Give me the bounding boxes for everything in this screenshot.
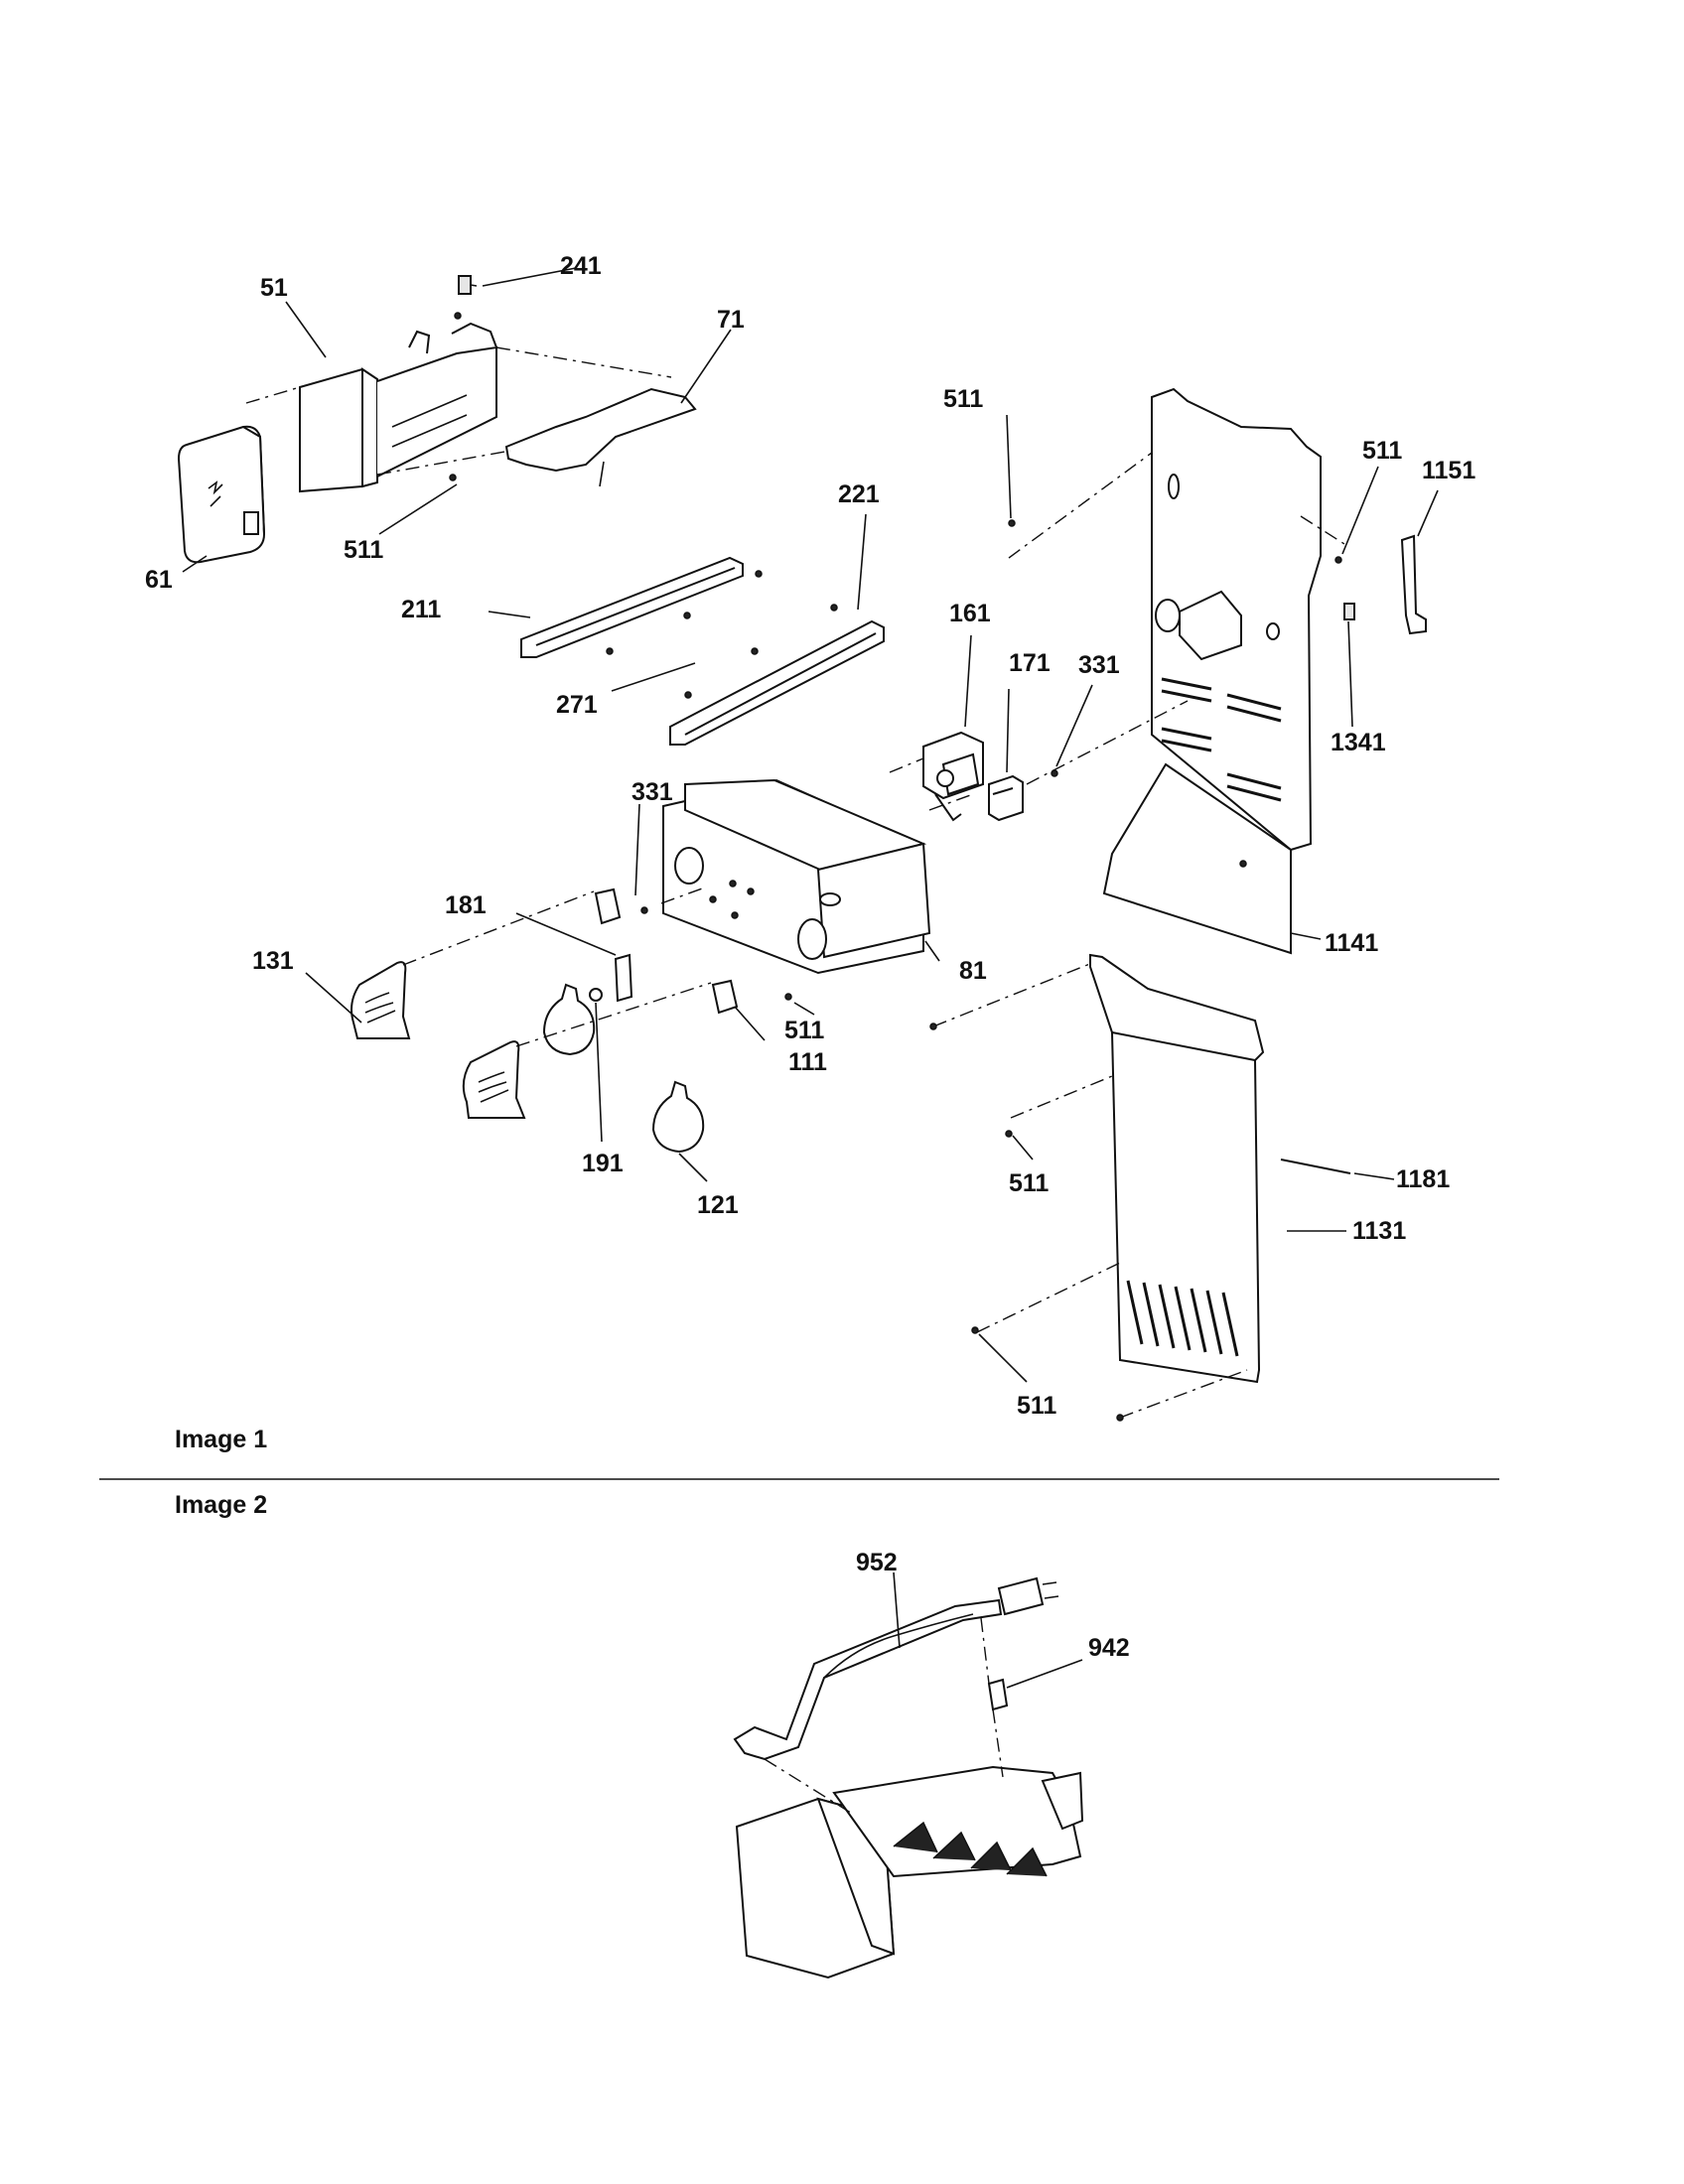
callout-511-e: 511 (1009, 1169, 1049, 1197)
callout-61: 61 (145, 566, 173, 594)
part-161-motor (922, 731, 984, 822)
part-61-ice-maker-cover (177, 425, 266, 564)
callout-331-b: 331 (632, 778, 673, 806)
callout-942: 942 (1088, 1634, 1130, 1662)
callout-171: 171 (1009, 649, 1051, 677)
callout-331-a: 331 (1078, 651, 1120, 679)
part-221-rail (669, 604, 885, 746)
callout-211: 211 (401, 596, 441, 623)
callout-1181: 1181 (1396, 1165, 1450, 1193)
leader-lines-image-2 (893, 1571, 1083, 1689)
callout-131: 131 (252, 947, 294, 975)
part-241-clip (458, 275, 478, 295)
part-51-ice-maker (299, 322, 497, 493)
callout-511-d: 511 (784, 1017, 824, 1044)
callout-1151: 1151 (1422, 457, 1475, 484)
assembly-lines-image-2 (764, 1617, 1004, 1816)
callout-1341: 1341 (1331, 729, 1386, 756)
callouts-image-1: 241 51 71 61 511 511 221 211 271 161 171… (145, 252, 1475, 1420)
part-131-actuator (351, 961, 526, 1119)
callout-51: 51 (260, 274, 288, 302)
callout-271: 271 (556, 691, 598, 719)
part-942-sensor (987, 1678, 1009, 1711)
callout-952: 952 (856, 1549, 898, 1576)
callout-181: 181 (445, 891, 487, 919)
part-211-rail (520, 556, 763, 658)
part-1341-clip (1343, 603, 1355, 620)
part-121-light-bulb (542, 983, 705, 1154)
caption-image-1: Image 1 (175, 1426, 267, 1453)
callout-161: 161 (949, 600, 991, 627)
callout-511-f: 511 (1017, 1392, 1056, 1420)
part-191-nut (589, 988, 603, 1002)
callout-81: 81 (959, 957, 987, 985)
callout-511-a: 511 (344, 536, 383, 564)
callout-1141: 1141 (1325, 929, 1378, 957)
part-1151-bracket (1400, 534, 1427, 635)
callout-511-b: 511 (943, 385, 983, 413)
callout-121: 121 (697, 1191, 739, 1219)
part-1141-upper-panel (1102, 387, 1322, 955)
part-181-bracket (614, 953, 633, 1003)
part-111-lamp-socket (594, 887, 739, 1015)
callout-71: 71 (717, 306, 745, 334)
leader-lines (182, 267, 1439, 1383)
part-171-switch (988, 774, 1024, 822)
assembly-lines (245, 346, 1345, 1419)
fasteners (449, 312, 1342, 1422)
part-71-bracket (504, 387, 697, 487)
callout-241: 241 (560, 252, 602, 280)
part-1181-rod (1280, 1159, 1351, 1174)
part-ice-maker-assembly (735, 1765, 1084, 1979)
callout-111: 111 (788, 1048, 827, 1076)
callout-191: 191 (582, 1150, 624, 1177)
part-1131-lower-panel (1089, 953, 1265, 1384)
callout-221: 221 (838, 480, 880, 508)
callout-1131: 1131 (1352, 1217, 1406, 1245)
callout-511-c: 511 (1362, 437, 1402, 465)
caption-image-2: Image 2 (175, 1491, 267, 1519)
part-81-housing (662, 778, 931, 975)
